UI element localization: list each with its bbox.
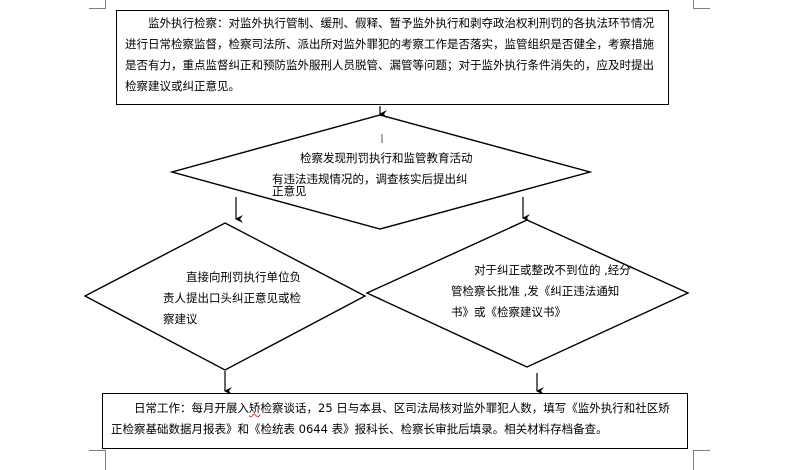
diamond-right-shape bbox=[365, 219, 690, 368]
diamond-left-text: 直接向刑罚执行单位负责人提出口头纠正意见或检察建议 bbox=[163, 267, 308, 330]
diamond-top-shape bbox=[169, 114, 593, 230]
diamond-left-shape bbox=[83, 222, 367, 371]
diamond-top-line-3: 正意见 bbox=[272, 184, 307, 197]
daily-work-box: 日常工作：每月开展入矫检察谈话，25 日与本县、区司法局核对监外罪犯人数，填写《… bbox=[102, 393, 688, 449]
correction-notice-text: 对于纠正或整改不到位的 ,经分管检察长批准 ,发《纠正违法通知书》或《检察建议书… bbox=[451, 263, 631, 319]
daily-work-text-part-2: 检察谈话，25 日与本县、区司法局核对监外罪犯人数，填写《监外执行和社区矫正检察… bbox=[111, 401, 670, 436]
margin-mark-bottom-right bbox=[693, 450, 710, 470]
margin-mark-top-right bbox=[693, 0, 710, 9]
margin-mark-bottom-left bbox=[89, 450, 106, 470]
diamond-top-text: 检察发现刑罚执行和监管教育活动 有违法违规情况的，调查核实后提出纠 正意见 bbox=[272, 148, 492, 197]
daily-work-text: 日常工作：每月开展入矫检察谈话，25 日与本县、区司法局核对监外罪犯人数，填写《… bbox=[111, 398, 681, 440]
oral-correction-text: 直接向刑罚执行单位负责人提出口头纠正意见或检察建议 bbox=[163, 270, 301, 326]
diamond-top-line-1: 检察发现刑罚执行和监管教育活动 bbox=[300, 151, 473, 165]
supervision-description-text: 监外执行检察：对监外执行管制、缓刑、假释、暂予监外执行和剥夺政治权利刑罚的各执法… bbox=[125, 16, 654, 93]
margin-mark-top-left bbox=[89, 0, 106, 9]
supervision-description-box: 监外执行检察：对监外执行管制、缓刑、假释、暂予监外执行和剥夺政治权利刑罚的各执法… bbox=[116, 10, 669, 105]
spellcheck-marked-char: 矫 bbox=[249, 401, 261, 415]
diamond-top-line-2: 有违法违规情况的，调查核实后提出纠 bbox=[272, 172, 468, 186]
daily-work-text-part-1: 日常工作：每月开展入 bbox=[134, 401, 249, 415]
diamond-right-text: 对于纠正或整改不到位的 ,经分管检察长批准 ,发《纠正违法通知书》或《检察建议书… bbox=[451, 260, 631, 326]
